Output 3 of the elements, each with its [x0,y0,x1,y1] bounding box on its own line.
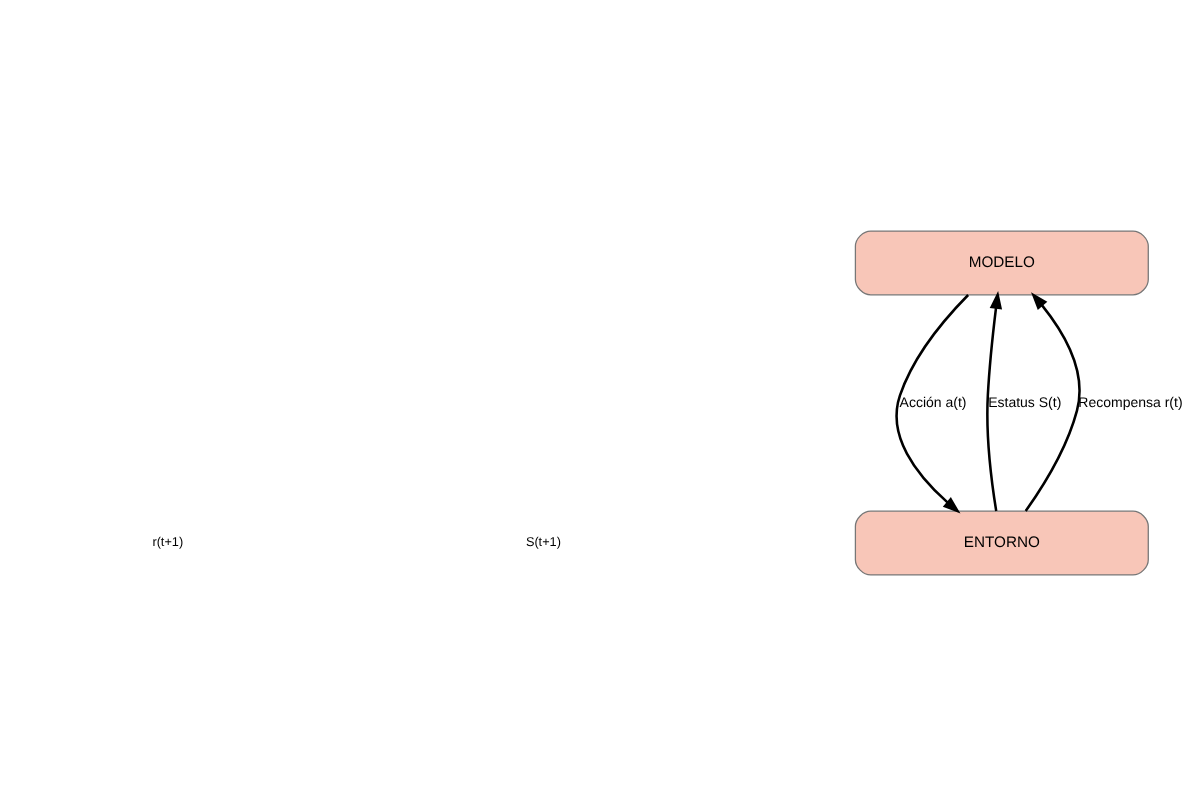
arrow [1024,292,1081,512]
arrow [986,291,1003,512]
arrow [895,294,970,514]
